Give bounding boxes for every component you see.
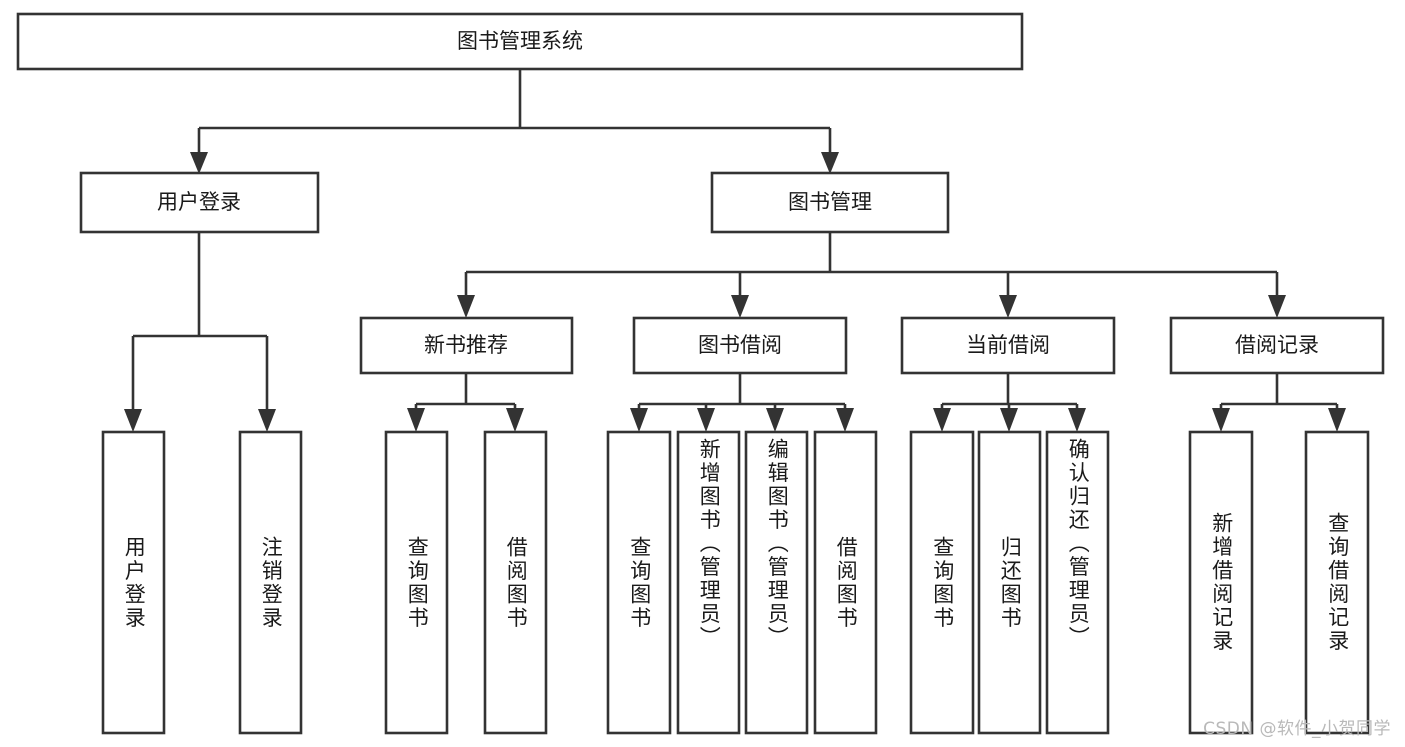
arrow-head-nbr-leaf1 bbox=[407, 408, 425, 432]
arrow-head-br-leaf1 bbox=[1212, 408, 1230, 432]
connector-group-book-manage bbox=[457, 232, 1286, 318]
arrow-head-borrow-record bbox=[1268, 295, 1286, 318]
node-label-current-borrow: 当前借阅 bbox=[966, 333, 1050, 357]
arrow-head-new-book-recommend bbox=[457, 295, 475, 318]
arrow-head-bb-leaf4 bbox=[836, 408, 854, 432]
arrow-head-bb-leaf1 bbox=[630, 408, 648, 432]
node-box-leaf-confirm-return-admin[interactable] bbox=[1045, 430, 1110, 735]
arrow-head-book-manage bbox=[821, 152, 839, 174]
node-box-new-book-recommend[interactable] bbox=[359, 316, 574, 375]
node-box-leaf-borrow-book-1[interactable] bbox=[483, 430, 548, 735]
arrow-head-nbr-leaf2 bbox=[506, 408, 524, 432]
node-label-book-borrow: 图书借阅 bbox=[698, 333, 782, 357]
node-label-book-manage: 图书管理 bbox=[788, 190, 872, 214]
node-box-leaf-query-book-3[interactable] bbox=[909, 430, 975, 735]
node-box-leaf-add-book-admin[interactable] bbox=[676, 430, 741, 735]
arrow-head-bb-leaf2 bbox=[697, 408, 715, 432]
arrow-head-leaf-logout bbox=[258, 409, 276, 432]
arrow-head-current-borrow bbox=[999, 295, 1017, 318]
connector-group-current-borrow bbox=[933, 373, 1086, 432]
node-box-leaf-query-book-1[interactable] bbox=[384, 430, 449, 735]
node-label-borrow-record: 借阅记录 bbox=[1235, 333, 1319, 357]
node-box-user-login[interactable] bbox=[79, 171, 320, 234]
node-box-leaf-return-book[interactable] bbox=[977, 430, 1042, 735]
node-label-user-login: 用户登录 bbox=[157, 190, 241, 214]
node-label-new-book-recommend: 新书推荐 bbox=[424, 333, 508, 357]
node-box-leaf-query-borrow-record[interactable] bbox=[1304, 430, 1370, 735]
connector-group-book-borrow bbox=[630, 373, 854, 432]
arrow-head-cb-leaf1 bbox=[933, 408, 951, 432]
node-box-current-borrow[interactable] bbox=[900, 316, 1116, 375]
csdn-watermark: CSDN @软件_小贺同学 bbox=[1203, 719, 1391, 739]
arrow-head-bb-leaf3 bbox=[766, 408, 784, 432]
node-box-leaf-user-login[interactable] bbox=[101, 430, 166, 735]
node-box-borrow-record[interactable] bbox=[1169, 316, 1385, 375]
node-box-book-manage[interactable] bbox=[710, 171, 950, 234]
connector-group-root bbox=[190, 68, 839, 174]
arrow-head-book-borrow bbox=[731, 295, 749, 318]
arrow-head-user-login bbox=[190, 152, 208, 174]
arrow-head-leaf-user-login bbox=[124, 409, 142, 432]
node-box-book-borrow[interactable] bbox=[632, 316, 848, 375]
arrow-head-cb-leaf3 bbox=[1068, 408, 1086, 432]
node-box-leaf-borrow-book-2[interactable] bbox=[813, 430, 878, 735]
node-box-leaf-query-book-2[interactable] bbox=[606, 430, 672, 735]
connector-group-new-book-recommend bbox=[407, 373, 524, 432]
node-box-leaf-edit-book-admin[interactable] bbox=[744, 430, 809, 735]
connector-group-user-login bbox=[124, 232, 276, 432]
node-label-root: 图书管理系统 bbox=[457, 29, 583, 53]
arrow-head-cb-leaf2 bbox=[1000, 408, 1018, 432]
node-box-root[interactable] bbox=[16, 12, 1024, 71]
node-box-leaf-add-borrow-record[interactable] bbox=[1188, 430, 1254, 735]
arrow-head-br-leaf2 bbox=[1328, 408, 1346, 432]
node-box-leaf-logout[interactable] bbox=[238, 430, 303, 735]
connector-group-borrow-record bbox=[1212, 373, 1346, 432]
